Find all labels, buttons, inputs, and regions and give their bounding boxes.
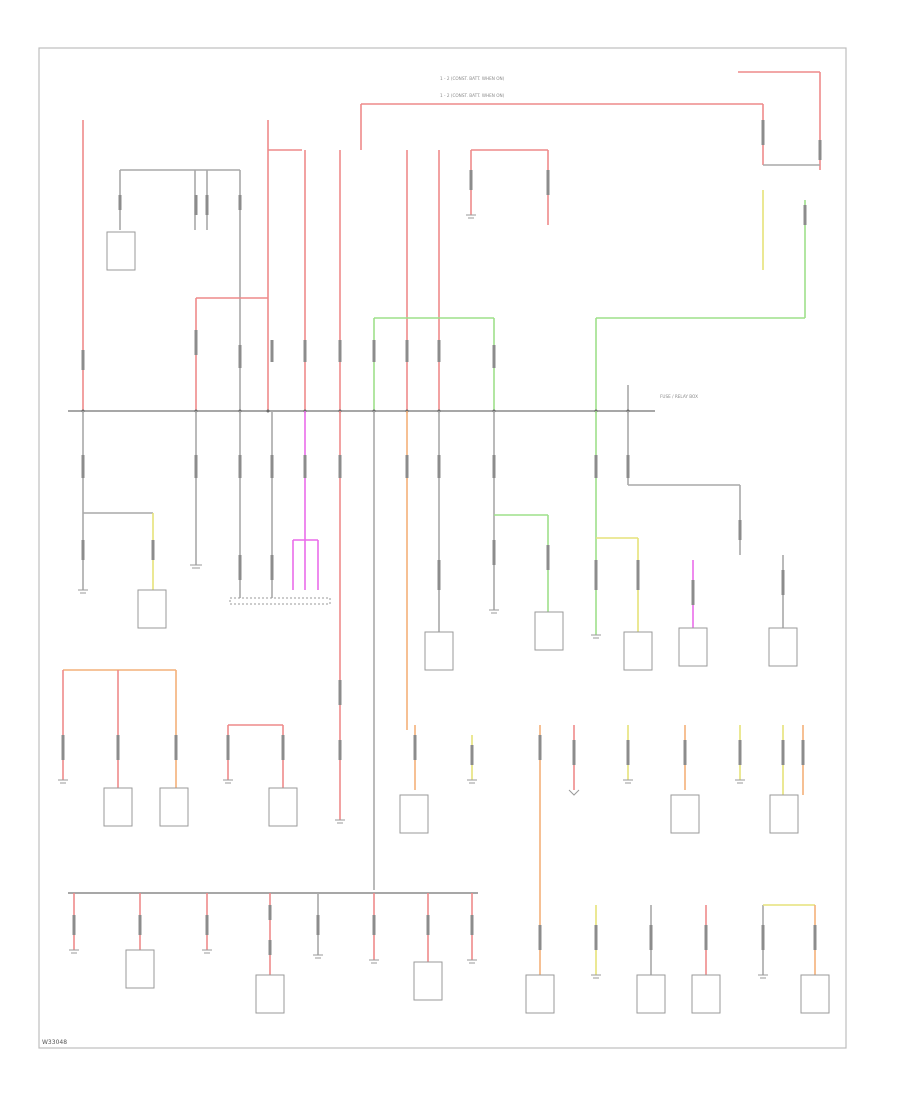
bus-label: FUSE / RELAY BOX	[660, 394, 698, 399]
diagram-frame	[38, 47, 847, 1049]
feed-wires	[82, 120, 806, 410]
grounds	[58, 214, 768, 979]
footer-code: W33048	[42, 1039, 67, 1046]
components	[103, 231, 830, 1014]
connectors	[61, 120, 822, 955]
top-feed-lines	[268, 71, 821, 170]
top-line-1: 1 - 2 (CONST. BATT. WHEN ON)	[440, 76, 505, 81]
top-line-2: 1 - 2 (CONST. BATT. WHEN ON)	[440, 93, 505, 98]
